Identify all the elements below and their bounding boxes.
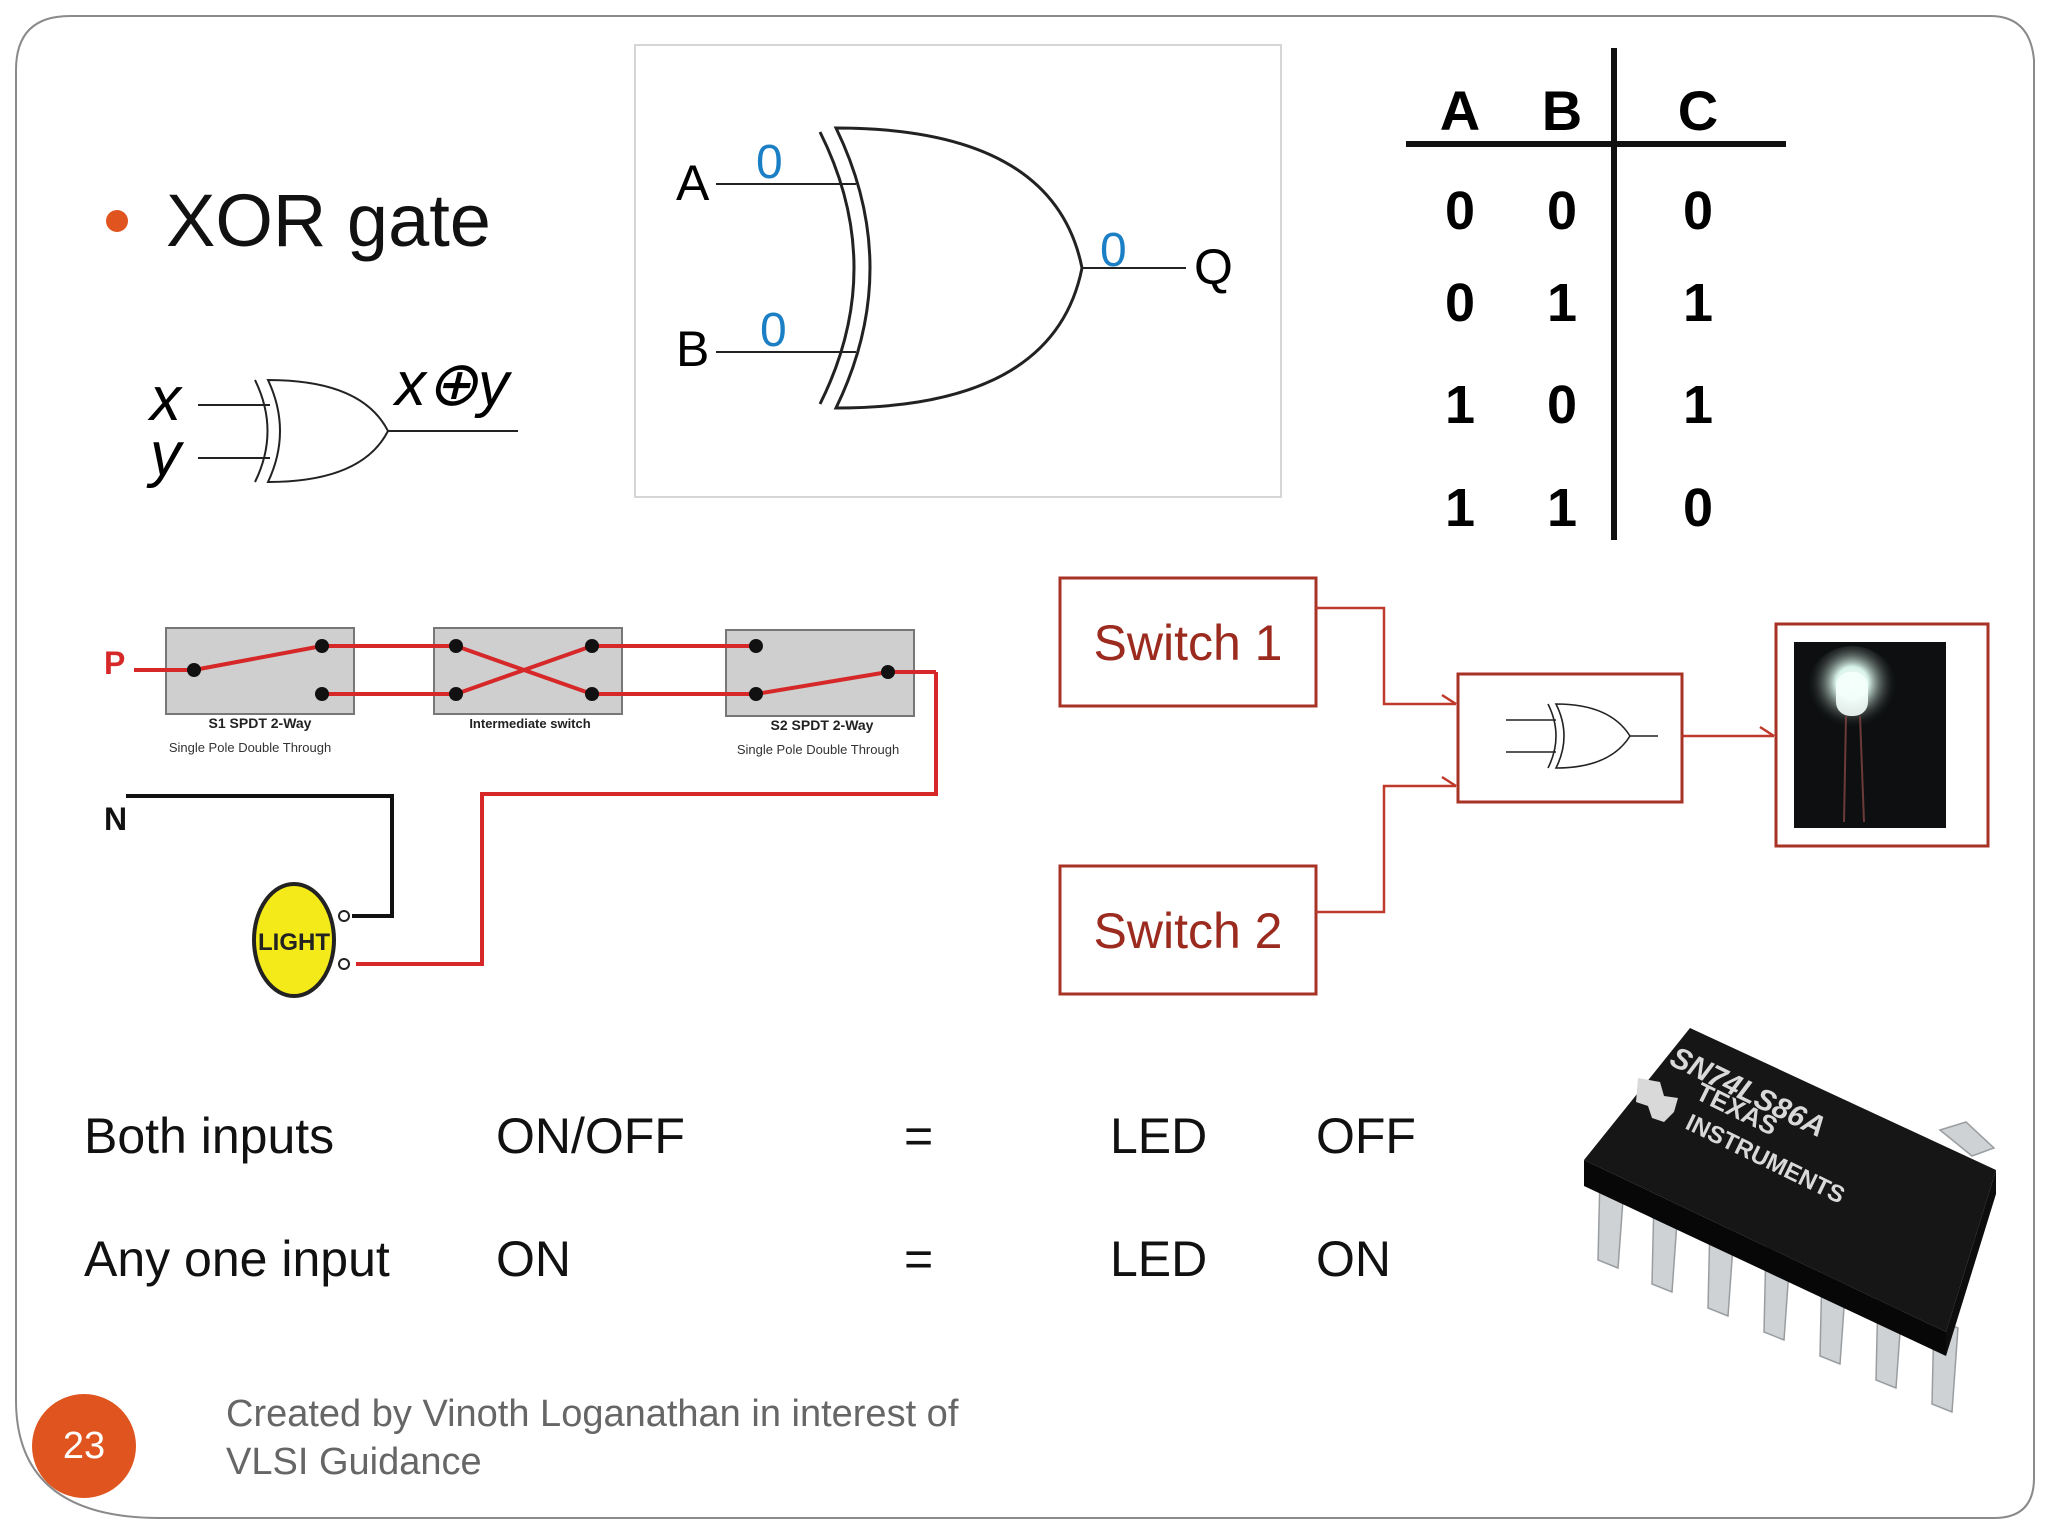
statement-row-2-col2: ON [496,1231,571,1287]
truth-cell: 0 [1445,273,1475,333]
truth-cell: 0 [1547,181,1577,241]
small-gate-input-x: x [147,365,183,434]
statement-row-2-col3: = [904,1231,934,1287]
lamp-label: LIGHT [258,929,330,956]
footer-credit: Created by Vinoth Loganathan in interest… [226,1390,958,1486]
s2-sublabel: Single Pole Double Through [737,742,899,757]
bullet-dot-icon [106,209,128,232]
small-xor-gate: x y x⊕y [146,350,518,489]
statement-row-1-col5: OFF [1316,1108,1416,1164]
truth-cell: 0 [1547,375,1577,435]
footer-line-1: Created by Vinoth Loganathan in interest… [226,1393,959,1435]
truth-cell: 1 [1445,478,1475,538]
gate-input-a-label: A [676,155,710,211]
ti-logo-icon [1636,1078,1678,1122]
switch1-label: Switch 1 [1094,615,1283,671]
gate-input-b-label: B [676,321,709,377]
xor-gate-diagram: A B 0 0 0 Q [634,44,1282,498]
truth-header-b: B [1542,79,1582,142]
page-number-badge: 23 [32,1394,136,1498]
truth-cell: 1 [1445,375,1475,435]
wiring-diagram: P N [104,627,938,998]
statement-row-2-col5: ON [1316,1231,1391,1287]
footer-line-2: VLSI Guidance [226,1441,482,1483]
phase-label: P [104,645,125,681]
page-number: 23 [62,1424,106,1467]
statement-row-2-col1: Any one input [84,1231,390,1287]
truth-cell: 0 [1683,478,1713,538]
small-gate-output: x⊕y [392,350,513,419]
neutral-label: N [104,801,127,837]
truth-header-c: C [1678,79,1718,142]
gate-value-a: 0 [756,136,783,189]
s1-sublabel: Single Pole Double Through [169,740,331,755]
block-diagram: Switch 1 Switch 2 [1058,576,1990,996]
truth-header-a: A [1440,79,1480,142]
switch2-box [1058,864,1318,996]
truth-cell: 1 [1683,375,1713,435]
truth-cell: 0 [1445,181,1475,241]
switch1-box [1058,576,1318,708]
truth-table: A B C 0 0 0 0 1 1 1 0 1 1 1 0 [1406,48,1786,540]
statement-row-2-col4: LED [1110,1231,1208,1287]
statement-row-1-col2: ON/OFF [496,1108,685,1164]
lamp-icon [252,882,336,998]
statement-row-1-col3: = [904,1108,934,1164]
gate-value-b: 0 [760,304,787,357]
intermediate-label: Intermediate switch [469,716,590,731]
s1-label: S1 SPDT 2-Way [209,715,312,731]
small-gate-input-y: y [146,420,185,489]
ic-chip-image: SN74LS86A TEXAS INSTRUMENTS [1584,1028,1996,1414]
truth-cell: 1 [1547,273,1577,333]
gate-value-q: 0 [1100,224,1127,277]
gate-output-q-label: Q [1194,239,1233,295]
title-row: XOR gate [106,178,491,263]
truth-cell: 0 [1683,181,1713,241]
switch2-label: Switch 2 [1094,903,1283,959]
statement-row-1-col4: LED [1110,1108,1208,1164]
page-title: XOR gate [166,179,491,262]
s2-label: S2 SPDT 2-Way [771,717,874,733]
xor-gate-box [1456,672,1684,804]
statement-row-1-col1: Both inputs [84,1108,335,1164]
truth-cell: 1 [1547,478,1577,538]
truth-cell: 1 [1683,273,1713,333]
